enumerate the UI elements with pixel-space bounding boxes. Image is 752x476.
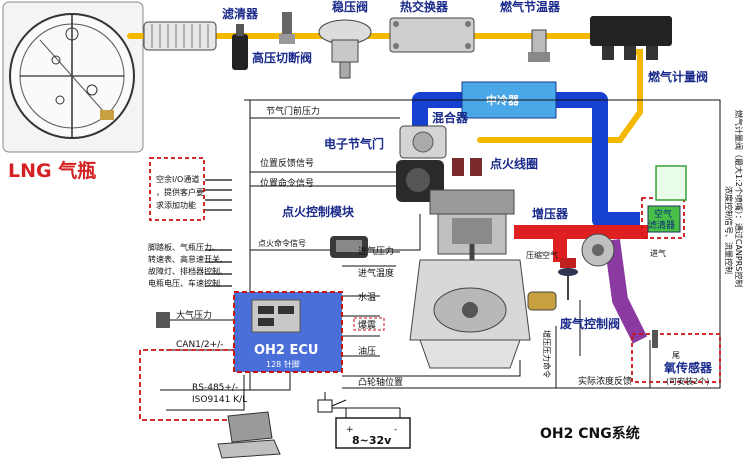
boost-command-label: 增压压力命令 — [542, 330, 552, 378]
arrows-io — [205, 179, 232, 287]
intake-pressure-label: 进气压力 — [358, 245, 394, 257]
position-feedback-label: 位置反馈信号 — [260, 157, 314, 169]
coolant-temp-label: 水温 — [358, 291, 376, 303]
mixer-label: 混合器 — [432, 110, 469, 125]
air-filter-label-2: 滤清器 — [648, 219, 675, 231]
intake-label: 进气 — [650, 248, 666, 258]
inputs-line-4: 电瓶电压、车速控制 — [148, 278, 220, 288]
regulator-label: 稳压阀 — [332, 0, 368, 14]
gas-metering-valve — [590, 16, 672, 60]
ignition-command-label: 点火命令信号 — [258, 238, 306, 248]
intake-temp-label: 进气温度 — [358, 267, 394, 279]
oxygen-sensor — [652, 330, 658, 348]
filter-label: 滤清器 — [222, 6, 259, 21]
atm-pressure-sensor — [156, 312, 170, 328]
ecu-pins: 128 针脚 — [266, 359, 300, 369]
turbo-label: 增压器 — [532, 206, 569, 221]
electronic-throttle-label: 电子节气门 — [324, 136, 384, 151]
atm-pressure-label: 大气压力 — [176, 309, 212, 321]
air-filter-label-1: 空气 — [654, 208, 672, 220]
fuel-filter — [143, 21, 217, 51]
io-line-2: ，提供客户要 — [156, 187, 204, 197]
regulator — [318, 19, 372, 79]
inline-valve — [279, 12, 295, 44]
gas-metering-label: 燃气计量阀 — [648, 69, 708, 84]
cam-position-label: 凸轮轴位置 — [358, 376, 403, 388]
oxygen-sensor-box — [631, 333, 721, 383]
diagram-title: OH2 CNG系统 — [540, 425, 640, 442]
turbo — [581, 233, 615, 267]
tank-label: LNG 气瓶 — [8, 159, 96, 182]
heat-exchanger-label: 热交换器 — [400, 0, 449, 14]
ignition-coil — [452, 158, 482, 176]
actual-conc-label: 实际浓度反馈 — [578, 375, 632, 387]
can-label: CAN1/2+/- — [176, 340, 223, 350]
wastegate-label: 废气控制阀 — [560, 316, 620, 331]
gas-temp-regulator-label: 燃气节温器 — [500, 0, 561, 14]
boost-pipe — [514, 225, 648, 262]
rs485-label: RS-485+/- — [192, 383, 238, 393]
throttle-pressure-label: 节气门前压力 — [266, 105, 320, 117]
inputs-line-2: 转速表、高怠速开关、 — [148, 254, 228, 264]
io-line-1: 空余I/O通道 — [156, 174, 199, 184]
engine — [409, 189, 531, 369]
oxygen-sensor-note: (可安装2个) — [666, 376, 709, 386]
ignition-coil-label: 点火线圈 — [490, 156, 538, 171]
iso-label: ISO9141 K/L — [192, 395, 247, 405]
hp-cutoff-valve — [232, 24, 248, 70]
compressed-air-label: 压缩空气 — [526, 250, 558, 260]
gas-temp-regulator — [528, 29, 550, 62]
io-line-3: 求添加功能 — [156, 200, 196, 210]
switch — [317, 399, 401, 418]
coolant-box — [655, 165, 687, 201]
hp-cutoff-label: 高压切断阀 — [252, 50, 312, 65]
ignition-module-label: 点火控制模块 — [282, 204, 355, 219]
battery-minus: - — [394, 425, 397, 435]
exhaust-label: 尾 — [672, 351, 680, 360]
ecu-name: OH2 ECU — [254, 343, 318, 358]
oxygen-sensor-label: 氧传感器 — [663, 360, 713, 375]
comm-dashed-line — [139, 349, 236, 421]
fuel-line — [127, 33, 643, 143]
metering-signal: 浓度控制信号、流量控制 — [724, 186, 734, 274]
oil-pressure-label: 油压 — [358, 345, 376, 357]
inputs-line-1: 脚踏板、气瓶压力、 — [148, 242, 220, 252]
battery — [335, 417, 411, 449]
inputs-line-3: 故障灯、排档器控制、 — [148, 266, 228, 276]
knock-label: 爆震 — [358, 319, 376, 331]
lng-tank — [2, 1, 144, 153]
ecu — [233, 291, 343, 373]
ignition-module — [330, 236, 368, 258]
battery-voltage: 8~32v — [352, 434, 392, 447]
knock-box — [353, 317, 385, 331]
metering-valve-note: 燃气计量阀（最大1:2个喷嘴）：通过CANPRS控制 — [734, 110, 744, 287]
air-filter — [647, 205, 681, 233]
laptop-icon — [217, 411, 281, 459]
io-box — [149, 157, 205, 221]
wastegate-valve — [527, 258, 578, 311]
battery-plus: + — [346, 425, 354, 435]
position-command-label: 位置命令信号 — [260, 177, 314, 189]
exhaust-pipe — [604, 238, 648, 344]
heat-exchanger — [389, 17, 475, 53]
